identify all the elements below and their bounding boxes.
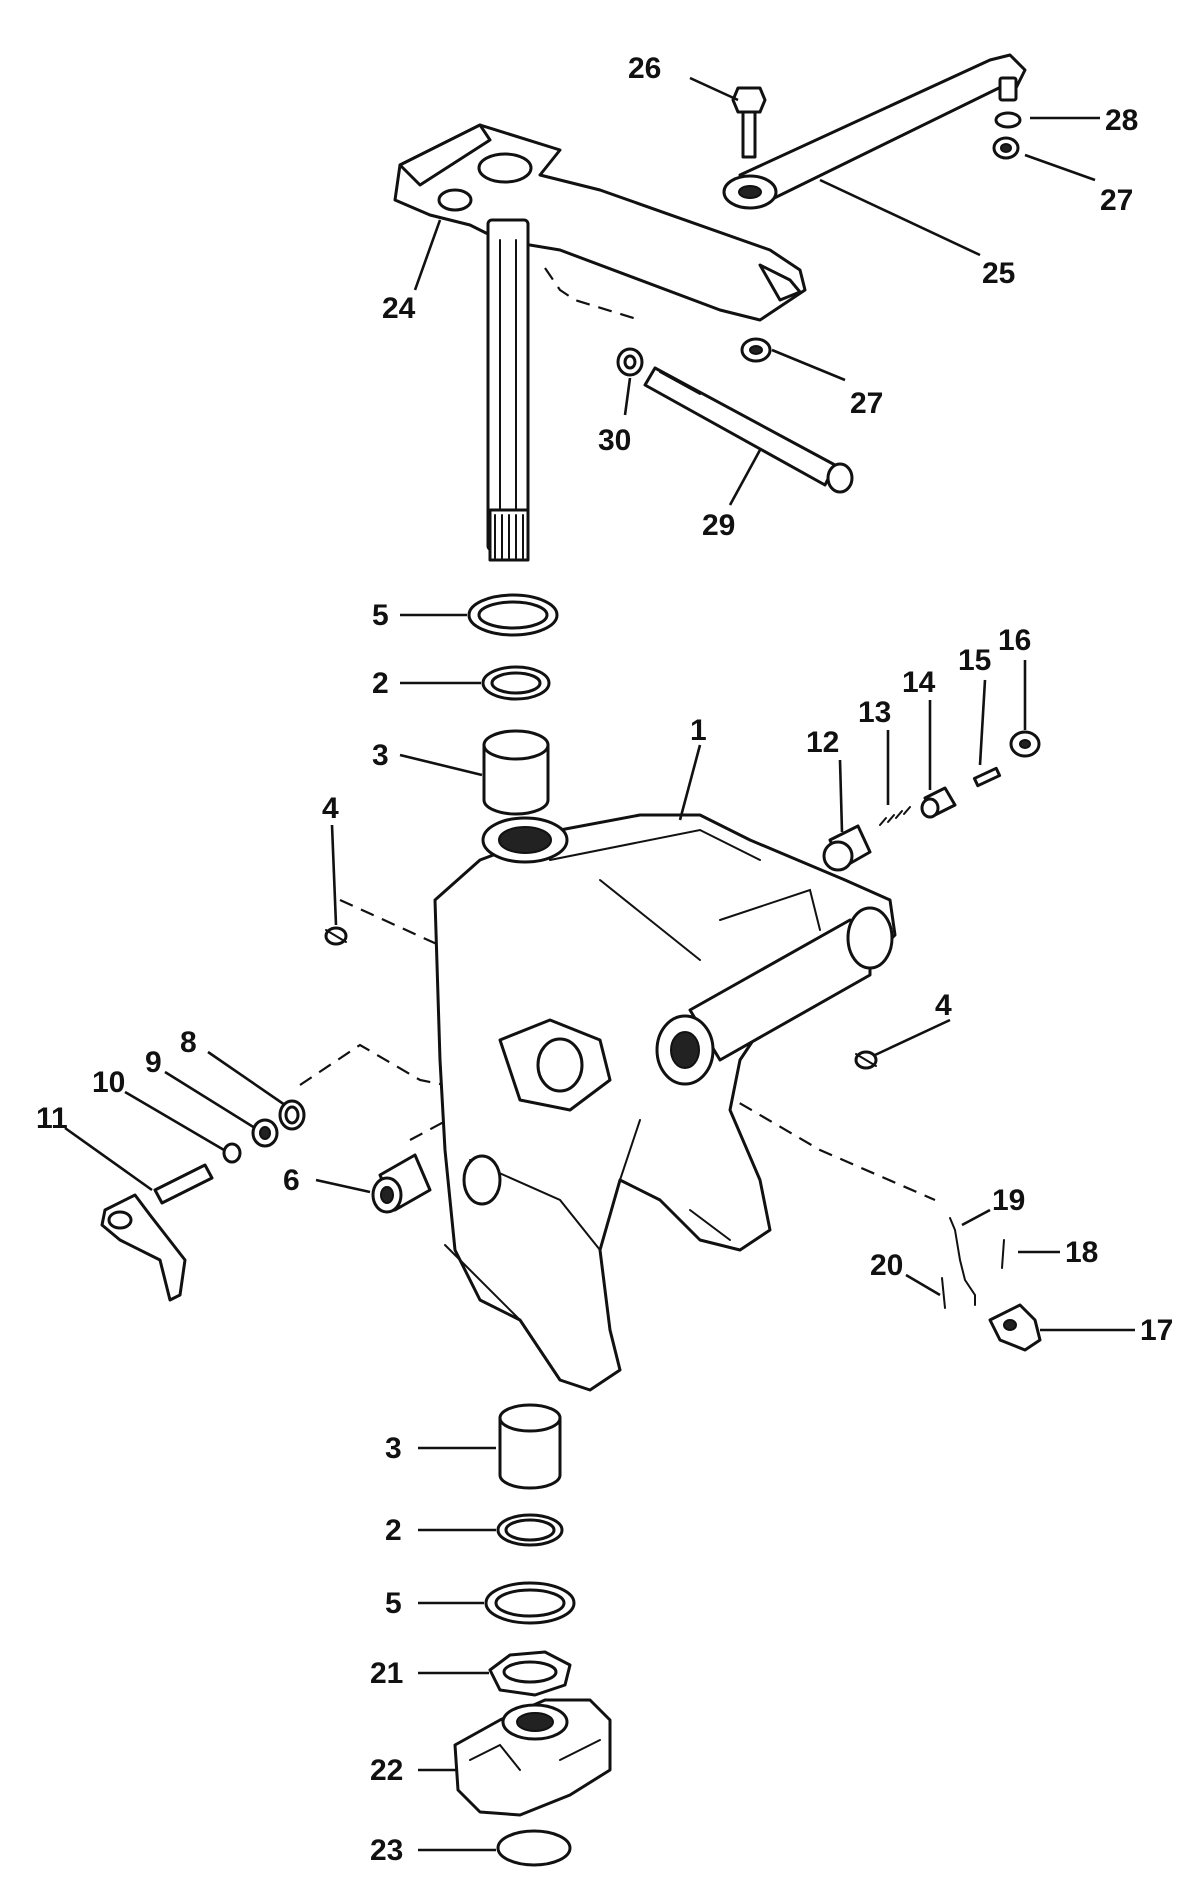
- callout-3-lower: 3: [385, 1432, 402, 1465]
- callout-19: 19: [992, 1184, 1025, 1217]
- callout-29: 29: [702, 509, 735, 542]
- pin-part-18: [1001, 1239, 1005, 1269]
- callout-3-upper: 3: [372, 739, 389, 772]
- washer-part-21: [488, 1650, 572, 1697]
- callout-24: 24: [382, 292, 416, 325]
- callout-13: 13: [858, 696, 891, 729]
- callout-8: 8: [180, 1026, 197, 1059]
- bushing-part-3-lower: [498, 1403, 562, 1490]
- bushing-part-3-upper: [482, 729, 550, 816]
- callout-25: 25: [982, 257, 1015, 290]
- callout-18: 18: [1065, 1236, 1098, 1269]
- callout-5-lower: 5: [385, 1587, 402, 1620]
- callout-5-upper: 5: [372, 599, 389, 632]
- spring-part-19: [949, 1217, 976, 1306]
- callout-labels: 26 28 27 25 24 27 30 29 5 2 3 1 4 12 13 …: [36, 52, 1173, 1867]
- leader-lines: [64, 76, 1135, 1852]
- callout-6: 6: [283, 1164, 300, 1197]
- callout-23: 23: [370, 1834, 403, 1867]
- seal-part-5-upper: [467, 593, 559, 637]
- callout-26: 26: [628, 52, 661, 85]
- callout-15: 15: [958, 644, 991, 677]
- cam-part-17: [988, 1303, 1042, 1352]
- callout-9: 9: [145, 1046, 162, 1079]
- callout-16: 16: [998, 624, 1031, 657]
- bushing-part-2-lower: [496, 1513, 564, 1547]
- nut-part-27-upper: [992, 136, 1020, 160]
- steering-arm-part-24: [393, 123, 807, 562]
- swivel-bracket-part-1: [433, 813, 897, 1392]
- detent-housing-part-12: [822, 824, 872, 872]
- snap-ring-part-23: [496, 1829, 572, 1867]
- nut-part-27-lower: [740, 337, 772, 363]
- washer-part-30: [616, 347, 644, 377]
- callout-11: 11: [36, 1102, 68, 1135]
- callout-2-lower: 2: [385, 1514, 402, 1547]
- callout-30: 30: [598, 424, 631, 457]
- callout-2-upper: 2: [372, 667, 389, 700]
- lever-part-11: [100, 1163, 214, 1302]
- grease-fitting-part-4-left: [324, 926, 348, 946]
- callout-21: 21: [370, 1657, 403, 1690]
- tie-bar-part-25: [722, 53, 1027, 210]
- yoke-part-22: [453, 1698, 612, 1817]
- pin-part-15: [972, 766, 1002, 788]
- pin-part-20: [941, 1277, 946, 1309]
- plunger-part-14: [920, 786, 957, 819]
- callout-17: 17: [1140, 1314, 1173, 1347]
- bolt-part-26: [731, 86, 767, 159]
- spring-part-13: [879, 806, 911, 826]
- washer-part-9: [251, 1118, 279, 1148]
- callout-4-left: 4: [322, 792, 339, 825]
- callout-27-upper: 27: [1100, 184, 1133, 217]
- callout-14: 14: [902, 666, 936, 699]
- ring-part-10: [222, 1142, 242, 1164]
- callout-22: 22: [370, 1754, 403, 1787]
- callout-27-lower: 27: [850, 387, 883, 420]
- callout-12: 12: [806, 726, 839, 759]
- seal-part-5-lower: [484, 1581, 576, 1625]
- washer-part-28: [994, 111, 1022, 129]
- callout-20: 20: [870, 1249, 903, 1282]
- callout-4-right: 4: [935, 989, 952, 1022]
- callout-1: 1: [690, 714, 707, 747]
- grease-fitting-part-4-right: [854, 1050, 878, 1070]
- cap-part-16: [1009, 730, 1041, 758]
- ring-part-8: [278, 1099, 306, 1131]
- bushing-part-2-upper: [481, 665, 551, 701]
- rod-part-29: [643, 366, 854, 494]
- callout-28: 28: [1105, 104, 1138, 137]
- callout-10: 10: [92, 1066, 125, 1099]
- bushing-part-6: [371, 1153, 432, 1214]
